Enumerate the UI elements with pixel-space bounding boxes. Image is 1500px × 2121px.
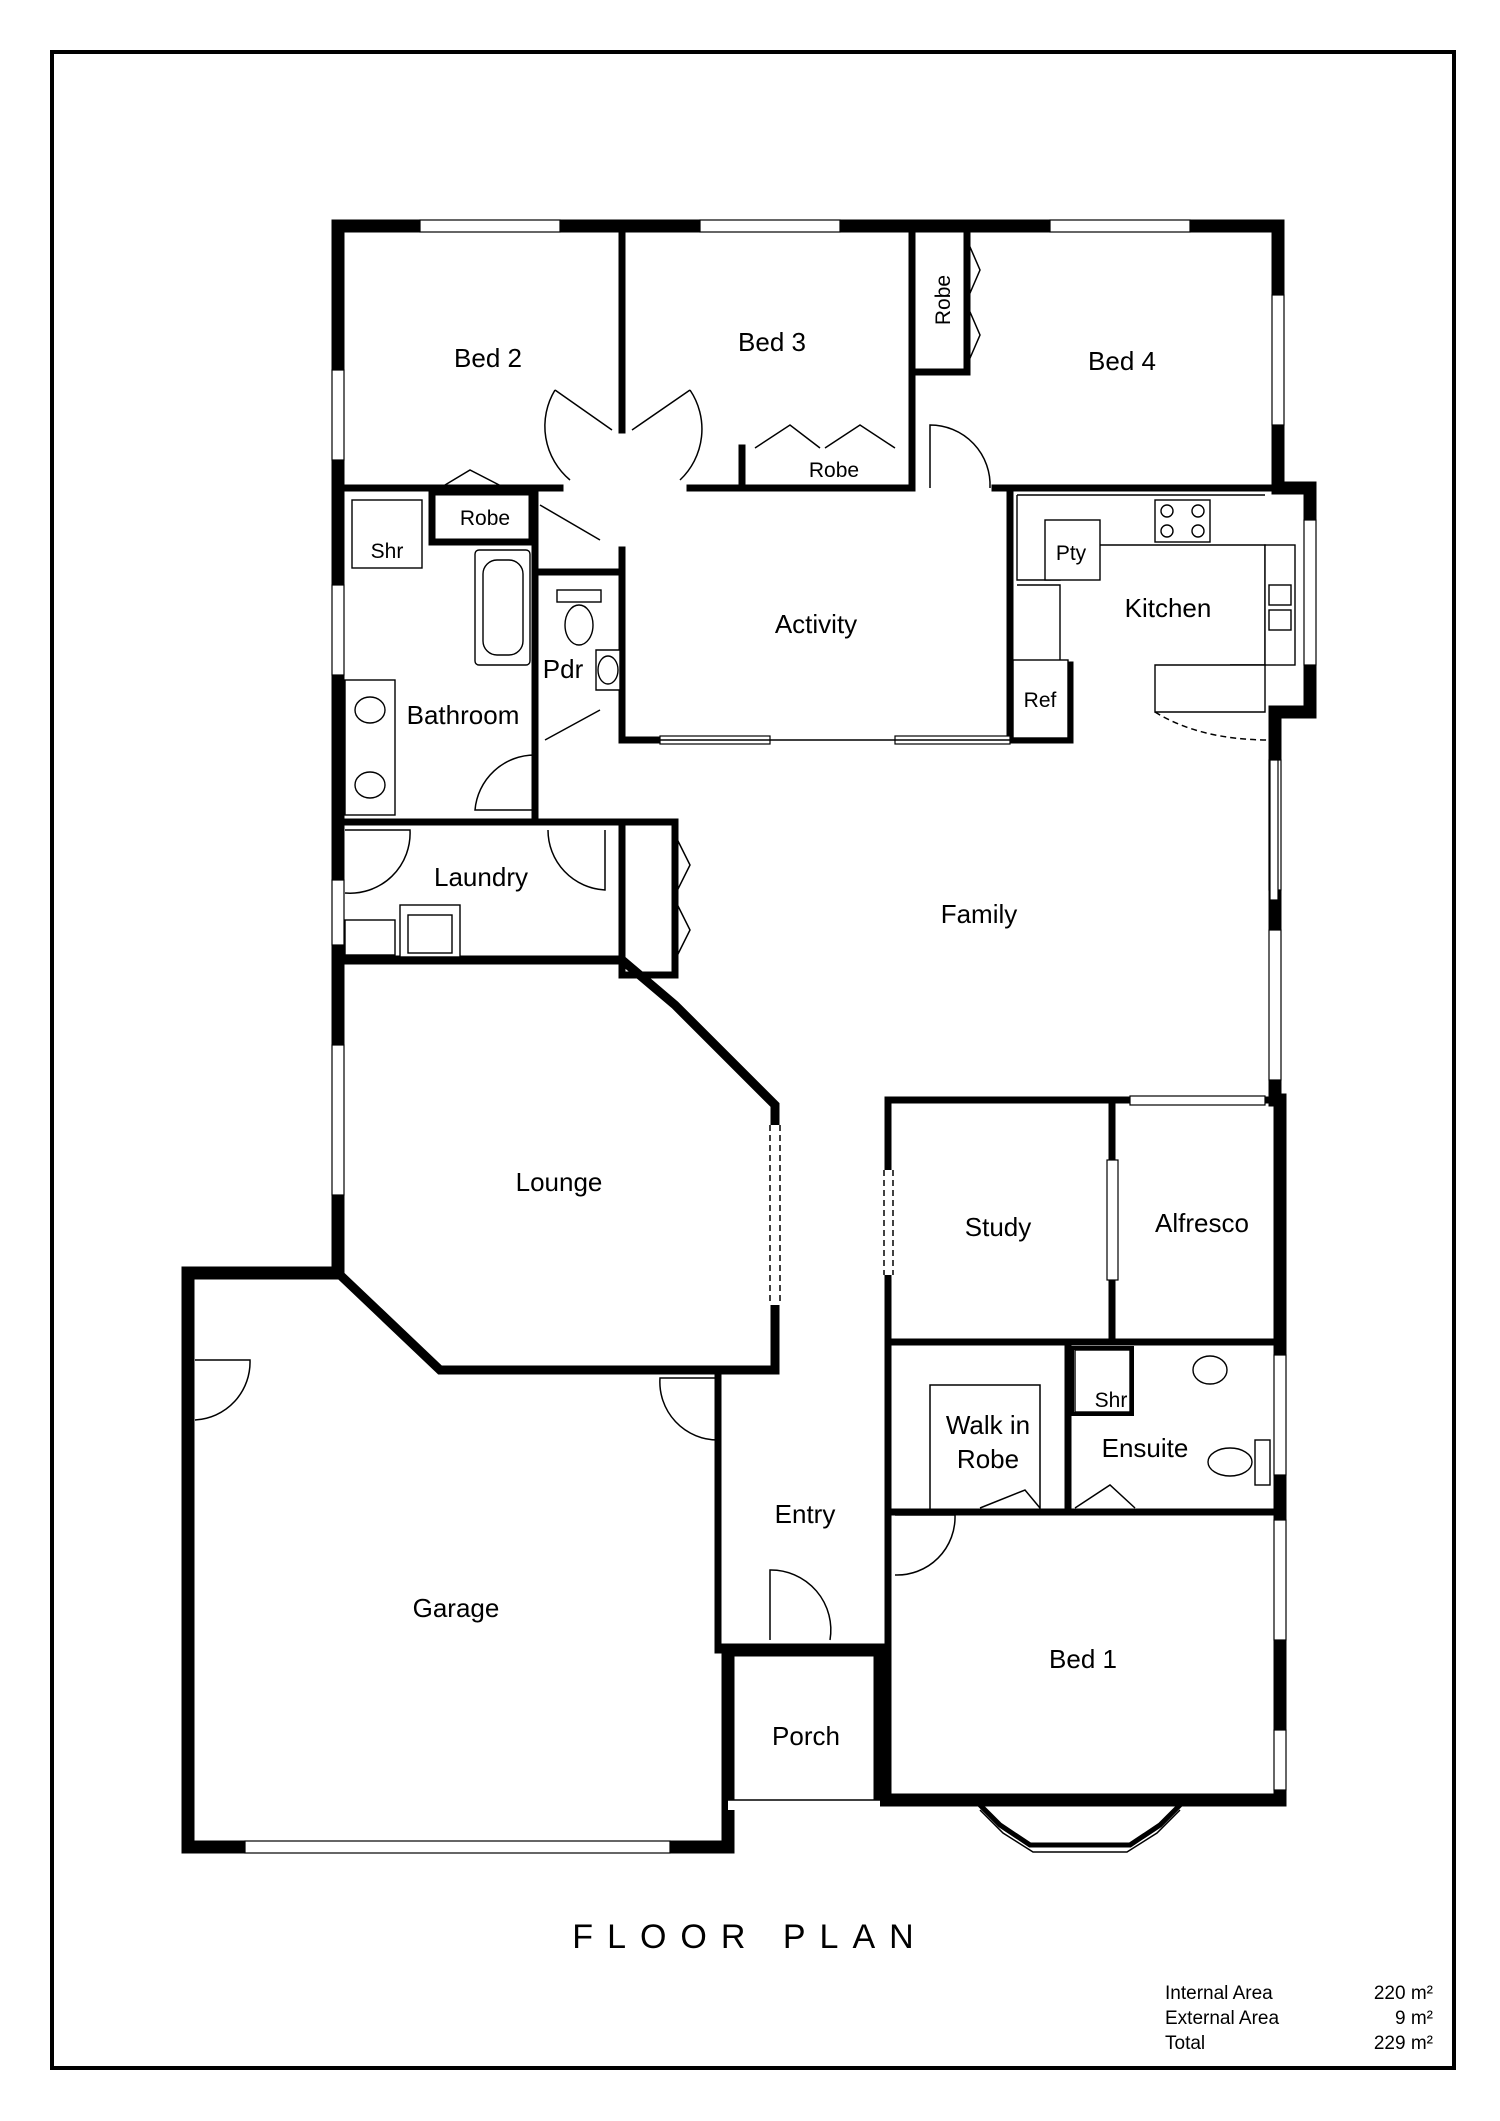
window-laundry-west [331, 879, 345, 946]
window-bed3-north [699, 219, 841, 233]
label-pty: Pty [1056, 542, 1087, 565]
door-wir [979, 1489, 1041, 1509]
wir-shelving [929, 1384, 1041, 1513]
windows [244, 219, 1317, 1854]
label-garage: Garage [413, 1593, 500, 1623]
label-porch: Porch [772, 1721, 840, 1751]
label-ref: Ref [1024, 689, 1057, 712]
label-walk-in-robe-2: Robe [957, 1444, 1019, 1474]
laundry-trough [344, 919, 396, 956]
area-label: Internal Area [1165, 1983, 1273, 2004]
wall-ensuite-shower [1070, 1346, 1134, 1416]
fixtures [344, 494, 1296, 1513]
door-ensuite [1074, 1484, 1136, 1509]
page-border [50, 50, 1456, 2070]
area-value: 220 m² [1373, 1983, 1433, 2004]
robe-door-bed3 [754, 424, 896, 449]
area-summary: Internal Area 220 m² External Area 9 m² … [1165, 1983, 1433, 2058]
label-walk-in-robe-1: Walk in [946, 1410, 1030, 1440]
label-robe-bed4: Robe [932, 275, 955, 325]
label-lounge: Lounge [516, 1167, 603, 1197]
area-value: 229 m² [1373, 2033, 1433, 2054]
door-bed2 [544, 389, 613, 481]
area-row-external: External Area 9 m² [1165, 2008, 1433, 2033]
window-bed2-north [419, 219, 561, 233]
bay-window-bed1 [971, 1796, 1189, 1848]
pantry [1044, 519, 1101, 581]
window-bed1-east-1 [1273, 1519, 1287, 1641]
robe-door-bed2 [439, 469, 506, 489]
door-bath-toilet [539, 504, 601, 541]
label-ensuite: Ensuite [1102, 1433, 1189, 1463]
window-bed4-east [1271, 294, 1285, 426]
robe-door-bed4 [966, 239, 981, 366]
cupboard-door [674, 834, 691, 961]
toilet-ensuite-tank [1254, 1439, 1271, 1486]
label-bathroom: Bathroom [407, 700, 520, 730]
area-row-internal: Internal Area 220 m² [1165, 1983, 1433, 2008]
toilet-pdr [556, 589, 602, 603]
label-study: Study [965, 1212, 1032, 1242]
label-alfresco: Alfresco [1155, 1208, 1249, 1238]
plan-title: FLOOR PLAN [572, 1918, 928, 1956]
label-bed2: Bed 2 [454, 343, 522, 373]
door-bed3 [631, 389, 703, 481]
door-bath [474, 754, 536, 811]
area-value: 9 m² [1395, 2008, 1433, 2029]
shower-ensuite [1074, 1349, 1131, 1413]
window-kitchen-east [1303, 519, 1317, 666]
window-garage-door [244, 1840, 671, 1854]
exterior-wall-west [181, 219, 887, 1854]
label-entry: Entry [775, 1499, 836, 1529]
door-bed4 [929, 424, 991, 489]
door-laundry-west [344, 829, 411, 894]
label-robe-bed2: Robe [460, 507, 510, 530]
label-pdr: Pdr [543, 654, 584, 684]
shower-bathroom [351, 499, 423, 569]
wall-activity-south-2 [1006, 661, 1074, 744]
exterior-walls [181, 219, 1317, 1854]
window-bed2-west [331, 369, 345, 461]
door-garage-west [194, 1359, 251, 1421]
label-bed3: Bed 3 [738, 327, 806, 357]
doors [194, 239, 1136, 1641]
window-lounge-west [331, 1044, 345, 1196]
window-ensuite-east [1273, 1354, 1287, 1476]
window-family-east-2 [1268, 929, 1282, 1081]
area-row-total: Total 229 m² [1165, 2033, 1433, 2058]
wall-lounge [331, 955, 780, 1375]
label-bed4: Bed 4 [1088, 346, 1156, 376]
window-bed1-east-2 [1273, 1729, 1287, 1791]
room-labels: Bed 2 Bed 3 Bed 4 Robe Robe Robe Shr Bat… [371, 275, 1249, 1751]
window-bed4-north [1049, 219, 1191, 233]
wall-robe-bed4 [908, 222, 971, 376]
window-bath-west [331, 584, 345, 676]
porch-opening [728, 1800, 880, 1810]
label-kitchen: Kitchen [1125, 593, 1212, 623]
door-laundry-east [547, 829, 606, 891]
door-garage-entry [659, 1377, 719, 1441]
door-pdr [544, 709, 601, 741]
label-shr-bath: Shr [371, 540, 404, 563]
label-activity: Activity [775, 609, 857, 639]
area-label: External Area [1165, 2008, 1280, 2029]
label-robe-bed3: Robe [809, 459, 859, 482]
label-laundry: Laundry [434, 862, 528, 892]
label-bed1: Bed 1 [1049, 1644, 1117, 1674]
label-family: Family [941, 899, 1018, 929]
door-front [769, 1569, 832, 1641]
door-bed1 [894, 1514, 956, 1576]
fridge-space [1012, 659, 1069, 739]
area-label: Total [1165, 2033, 1206, 2054]
kitchen-island [1154, 664, 1266, 713]
basin-ensuite [1192, 1355, 1228, 1385]
label-shr-ensuite: Shr [1095, 1389, 1128, 1412]
